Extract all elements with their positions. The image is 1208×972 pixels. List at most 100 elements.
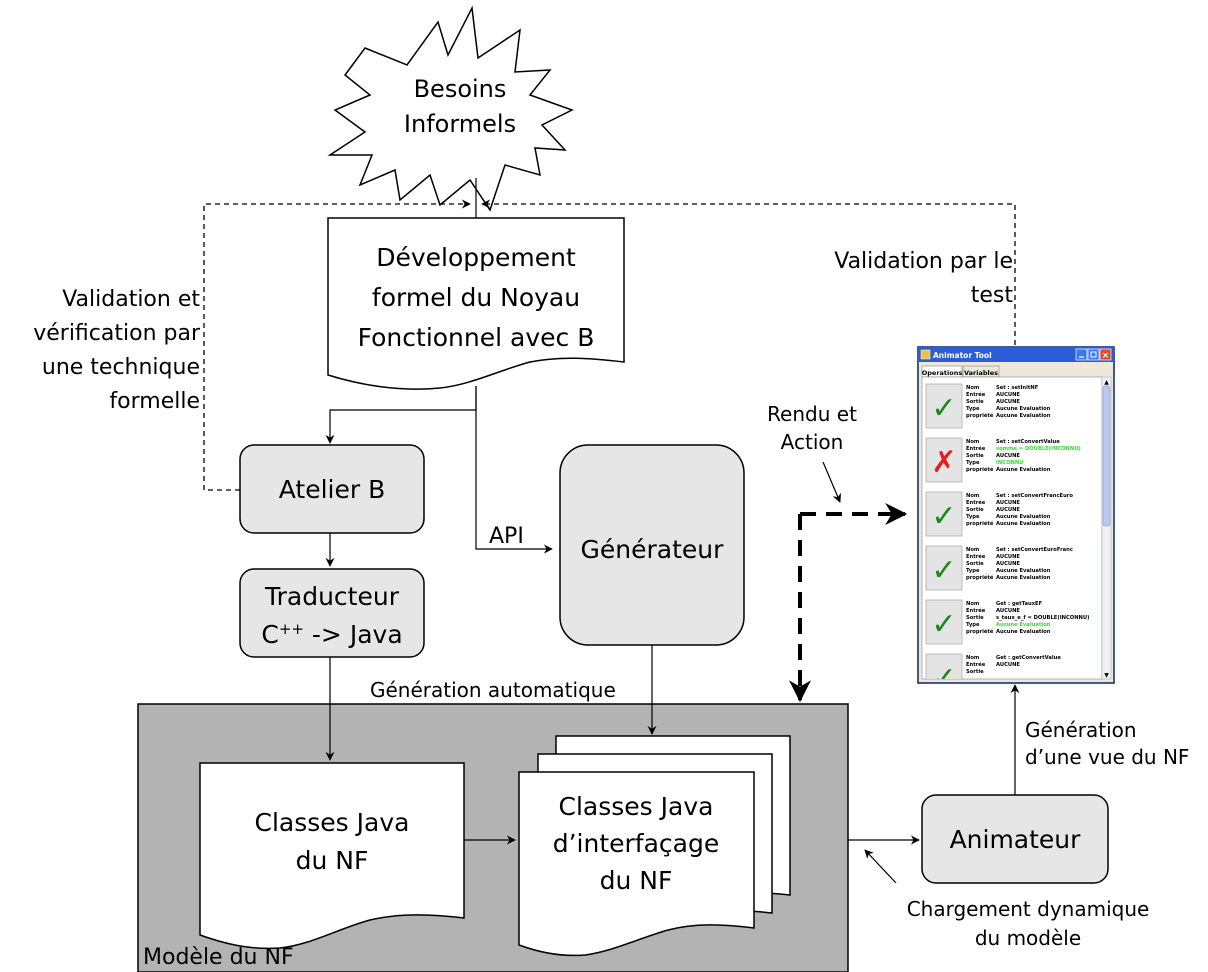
scrollbar[interactable] [1101,376,1112,680]
field-label: Nom [966,547,979,553]
classes-nf-box [199,762,465,950]
field-label: Sortie [966,507,984,513]
field-value: Aucune Evaluation [996,406,1051,412]
field-value: AUCUNE [996,662,1020,668]
field-value: AUCUNE [996,392,1020,398]
arrow-dev-to-generateur [475,386,553,554]
field-label: Entrée [966,499,986,506]
arrow-chargement [864,849,897,884]
dashed-loop-left [203,199,471,491]
maximize-button[interactable] [1087,348,1100,361]
check-icon: ✓ [931,553,956,588]
window-title: Animator Tool [933,351,992,360]
modele-label: Modèle du NF [143,945,294,970]
cross-icon: ✗ [931,445,956,480]
field-value: AUCUNE [996,561,1020,567]
minimize-button[interactable] [1075,348,1088,361]
dashed-loop-right [481,199,1016,345]
generation-vue-line2: d’une vue du NF [1025,745,1189,769]
generation-auto-label: Génération automatique [370,678,616,702]
besoins-starburst [327,5,574,212]
field-label: Nom [966,385,979,391]
field-label: Type [966,460,980,466]
check-icon: ✓ [931,661,956,696]
status-box [925,545,963,591]
traducteur-box [239,568,425,658]
field-value: AUCUNE [996,453,1020,459]
field-label: Entrée [966,445,986,452]
developpement-box [327,217,625,390]
field-label: Entrée [966,661,986,668]
rendu-line1: Rendu et [767,402,857,426]
rendu-line2: Action [781,430,844,454]
field-value: AUCUNE [996,507,1020,513]
scroll-down-icon[interactable]: ▼ [1104,672,1109,679]
field-label: Nom [966,655,979,661]
field-label: propriété [966,574,994,581]
check-icon: ✓ [931,391,956,426]
field-value: Set : setConvertValue [996,439,1060,445]
atelier-label: Atelier B [279,475,386,504]
field-value: Set : setConvertFrancEuro [996,493,1073,499]
field-label: Nom [966,439,979,445]
field-value: Get : getConvertValue [996,655,1061,661]
generation-vue-line1: Génération [1025,718,1137,742]
field-value: Get : getTauxEF [996,601,1043,607]
field-value: AUCUNE [996,554,1020,560]
field-value: Aucune Evaluation [996,568,1051,574]
classes-nf-line1: Classes Java [255,808,410,837]
validation-verif-line1: Validation et [62,287,200,312]
atelier-box [239,444,425,534]
validation-verif-line2: vérification par [33,321,201,346]
field-value: Aucune Evaluation [996,629,1051,635]
field-label: Sortie [966,669,984,675]
interfacage-line3: du NF [600,866,673,895]
animateur-label: Animateur [950,825,1082,854]
field-value: INCONNU [996,460,1023,466]
scrollbar-thumb[interactable] [1102,385,1111,527]
arrow-rendu [822,461,841,503]
developpement-line3: Fonctionnel avec B [358,323,595,352]
close-button[interactable] [1099,348,1112,361]
status-box [925,383,963,429]
maximize-icon [1090,351,1097,358]
field-label: Sortie [966,615,984,621]
developpement-line2: formel du Noyau [372,283,580,312]
field-label: Type [966,406,980,412]
arrow-dev-to-atelier [325,386,477,444]
validation-verif-line3: une technique [42,355,200,380]
classes-nf-line2: du NF [296,846,369,875]
field-value: Aucune Evaluation [996,622,1051,628]
field-label: Entrée [966,391,986,398]
close-icon: × [1102,351,1110,361]
validation-test-line1: Validation par le [834,249,1013,274]
besoins-line2: Informels [404,110,516,138]
scroll-up-icon[interactable]: ▲ [1104,379,1109,386]
field-label: Type [966,514,980,520]
status-box [925,653,963,679]
check-icon: ✓ [931,607,956,642]
status-box [925,437,963,483]
developpement-line1: Développement [376,243,576,272]
interfacage-line1: Classes Java [559,792,714,821]
api-label: API [489,524,524,549]
field-label: Sortie [966,453,984,459]
field-label: Sortie [966,561,984,567]
chargement-line2: du modèle [975,926,1081,950]
field-value: AUCUNE [996,399,1020,405]
field-value: s_taux_e_f = DOUBLE(INCONNU) [996,615,1089,621]
field-value: somme = DOUBLE(INCONNU) [996,446,1081,452]
field-value: AUCUNE [996,500,1020,506]
field-value: Aucune Evaluation [996,467,1051,473]
besoins-line1: Besoins [414,75,507,103]
field-value: Aucune Evaluation [996,575,1051,581]
field-value: Aucune Evaluation [996,514,1051,520]
field-value: Set : setConvertEuroFranc [996,547,1073,553]
check-icon: ✓ [931,499,956,534]
